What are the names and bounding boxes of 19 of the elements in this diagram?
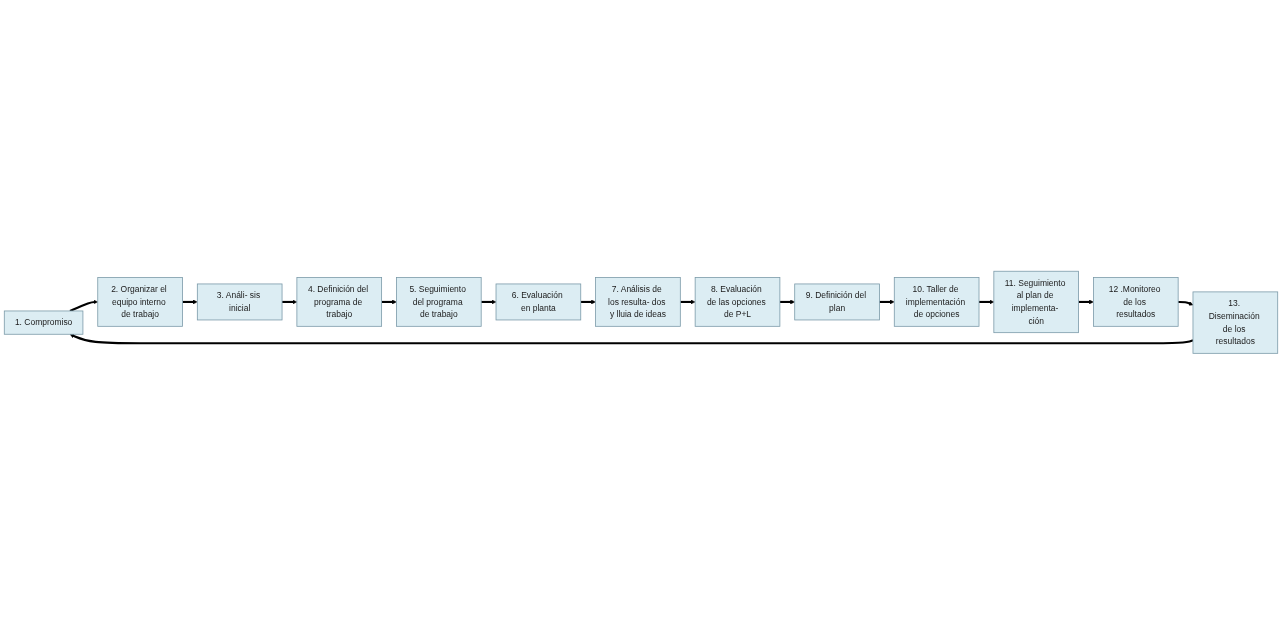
node-box: 10. Taller de implementación de opciones bbox=[893, 276, 980, 327]
node-box: 4. Definición del programa de trabajo bbox=[296, 276, 382, 327]
node-box: 6. Evaluación en planta bbox=[495, 283, 582, 321]
node-box: 9. Definición del plan bbox=[794, 283, 880, 321]
node-box: 8. Evaluación de las opciones de P+L bbox=[694, 276, 781, 327]
node-box: 7. Análisis de los resulta- dos y lluia de ideas bbox=[595, 276, 681, 327]
arrow bbox=[1178, 300, 1194, 306]
node-box: 2. Organizar el equipo interno de trabajo bbox=[97, 276, 183, 327]
arrow bbox=[381, 299, 397, 304]
node-box: 11. Seguimiento al plan de implementa- ción bbox=[993, 270, 1079, 333]
node-box: 3. Análi- sis inicial bbox=[196, 283, 283, 321]
node-box: 13. Diseminación de los resultados bbox=[1192, 291, 1279, 354]
arrow bbox=[69, 299, 98, 312]
node-box: 12 .Monitoreo de los resultados bbox=[1093, 276, 1179, 327]
node-box: 5. Seguimiento del programa de trabajo bbox=[396, 276, 482, 327]
arrow bbox=[879, 299, 895, 304]
node-box: 1. Compromiso bbox=[3, 310, 84, 335]
arrow bbox=[69, 333, 1194, 345]
arrow bbox=[779, 299, 795, 304]
